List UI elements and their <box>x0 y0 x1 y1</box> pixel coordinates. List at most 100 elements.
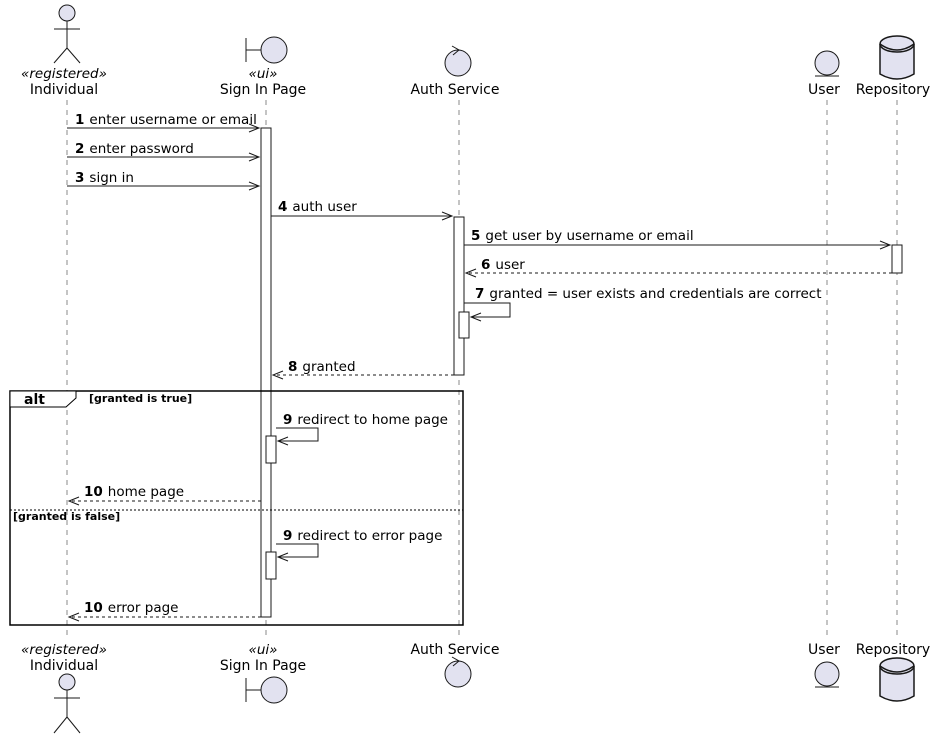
message-labels: 1 enter username or email 2 enter password… <box>75 112 822 616</box>
message-text: user <box>495 257 525 273</box>
participant-name: Sign In Page <box>220 82 306 98</box>
message-3 <box>67 181 261 191</box>
message-1 <box>67 123 261 133</box>
message-number: 2 <box>75 141 84 157</box>
participant-name: User <box>808 642 840 658</box>
message-text: granted = user exists and credentials ar… <box>489 286 821 302</box>
participant-name: User <box>808 82 840 98</box>
participant-name: Individual <box>30 658 98 674</box>
alt-tab <box>9 390 77 408</box>
participant-name: Sign In Page <box>220 658 306 674</box>
message-5 <box>464 240 892 250</box>
message-10a <box>67 496 261 506</box>
message-text: home page <box>108 484 184 500</box>
participant-auth: Auth Service <box>410 45 500 98</box>
participant-auth-bottom: Auth Service <box>410 642 500 688</box>
message-text: auth user <box>292 199 357 215</box>
activation-auth <box>453 216 465 376</box>
database-icon <box>879 657 915 702</box>
message-text: enter password <box>89 141 193 157</box>
message-text: redirect to error page <box>297 528 442 544</box>
message-text: redirect to home page <box>297 412 448 428</box>
actor-icon <box>53 4 81 64</box>
message-6 <box>464 268 892 278</box>
message-number: 8 <box>288 359 297 375</box>
database-icon <box>879 35 915 80</box>
message-label: 9 redirect to home page <box>283 412 448 428</box>
message-10b <box>67 612 261 622</box>
message-text: error page <box>108 600 179 616</box>
alt-fragment: alt [granted is true] [granted is false] <box>9 390 464 626</box>
participant-user-bottom: User <box>808 642 840 688</box>
participant-name: Repository <box>856 642 930 658</box>
message-number: 1 <box>75 112 84 128</box>
entity-icon <box>814 50 840 77</box>
message-number: 4 <box>278 199 287 215</box>
participant-name: Auth Service <box>410 82 499 98</box>
alt-keyword: alt <box>24 392 45 408</box>
message-number: 10 <box>84 600 103 616</box>
alt-guard-false: [granted is false] <box>13 510 120 523</box>
message-4 <box>271 211 454 221</box>
boundary-icon <box>245 676 288 704</box>
participant-user: User <box>808 50 840 98</box>
participant-stereotype: «ui» <box>249 66 278 82</box>
message-text: sign in <box>89 170 134 186</box>
participants-bottom: «registered» Individual «ui» Sign In Pag… <box>21 642 930 734</box>
message-9a <box>276 427 319 446</box>
activations <box>260 127 903 618</box>
message-number: 10 <box>84 484 103 500</box>
control-icon <box>444 656 472 688</box>
boundary-icon <box>245 36 288 64</box>
message-text: granted <box>302 359 355 375</box>
participant-individual: «registered» Individual <box>21 4 107 98</box>
message-number: 7 <box>475 286 484 302</box>
message-label: 9 redirect to error page <box>283 528 442 544</box>
message-label: 7 granted = user exists and credentials a… <box>475 286 822 302</box>
message-number: 9 <box>283 412 292 428</box>
message-9b <box>276 543 319 562</box>
message-label: 6 user <box>481 257 525 273</box>
messages <box>67 123 892 622</box>
lifelines <box>66 100 898 640</box>
participant-signin: «ui» Sign In Page <box>220 36 306 98</box>
message-number: 9 <box>283 528 292 544</box>
message-2 <box>67 152 261 162</box>
participant-name: Repository <box>856 82 930 98</box>
message-label: 5 get user by username or email <box>471 228 694 244</box>
message-number: 6 <box>481 257 490 273</box>
message-text: get user by username or email <box>485 228 693 244</box>
message-8 <box>271 370 454 380</box>
participant-signin-bottom: «ui» Sign In Page <box>220 642 306 704</box>
message-label: 3 sign in <box>75 170 134 186</box>
activation-signin-self-2 <box>265 551 277 580</box>
participant-repo-bottom: Repository <box>856 642 930 702</box>
actor-icon <box>53 673 81 734</box>
participant-repo: Repository <box>856 35 930 98</box>
activation-signin <box>260 127 272 618</box>
participant-stereotype: «ui» <box>249 642 278 658</box>
participant-name: Individual <box>30 82 98 98</box>
message-label: 8 granted <box>288 359 356 375</box>
participant-stereotype: «registered» <box>21 66 107 82</box>
alt-guard-true: [granted is true] <box>89 392 192 405</box>
participant-stereotype: «registered» <box>21 642 107 658</box>
control-icon <box>444 45 472 77</box>
message-number: 5 <box>471 228 480 244</box>
participants-top: «registered» Individual «ui» Sign In Pag… <box>21 4 930 98</box>
message-label: 10 error page <box>84 600 179 616</box>
message-text: enter username or email <box>89 112 256 128</box>
message-7 <box>464 302 511 322</box>
activation-signin-self-1 <box>265 435 277 464</box>
participant-individual-bottom: «registered» Individual <box>21 642 107 734</box>
message-label: 4 auth user <box>278 199 357 215</box>
message-label: 10 home page <box>84 484 184 500</box>
activation-auth-self <box>458 311 470 339</box>
message-label: 2 enter password <box>75 141 194 157</box>
entity-icon <box>814 661 840 688</box>
message-label: 1 enter username or email <box>75 112 257 128</box>
participant-name: Auth Service <box>410 642 499 658</box>
alt-frame <box>9 390 464 626</box>
message-number: 3 <box>75 170 84 186</box>
